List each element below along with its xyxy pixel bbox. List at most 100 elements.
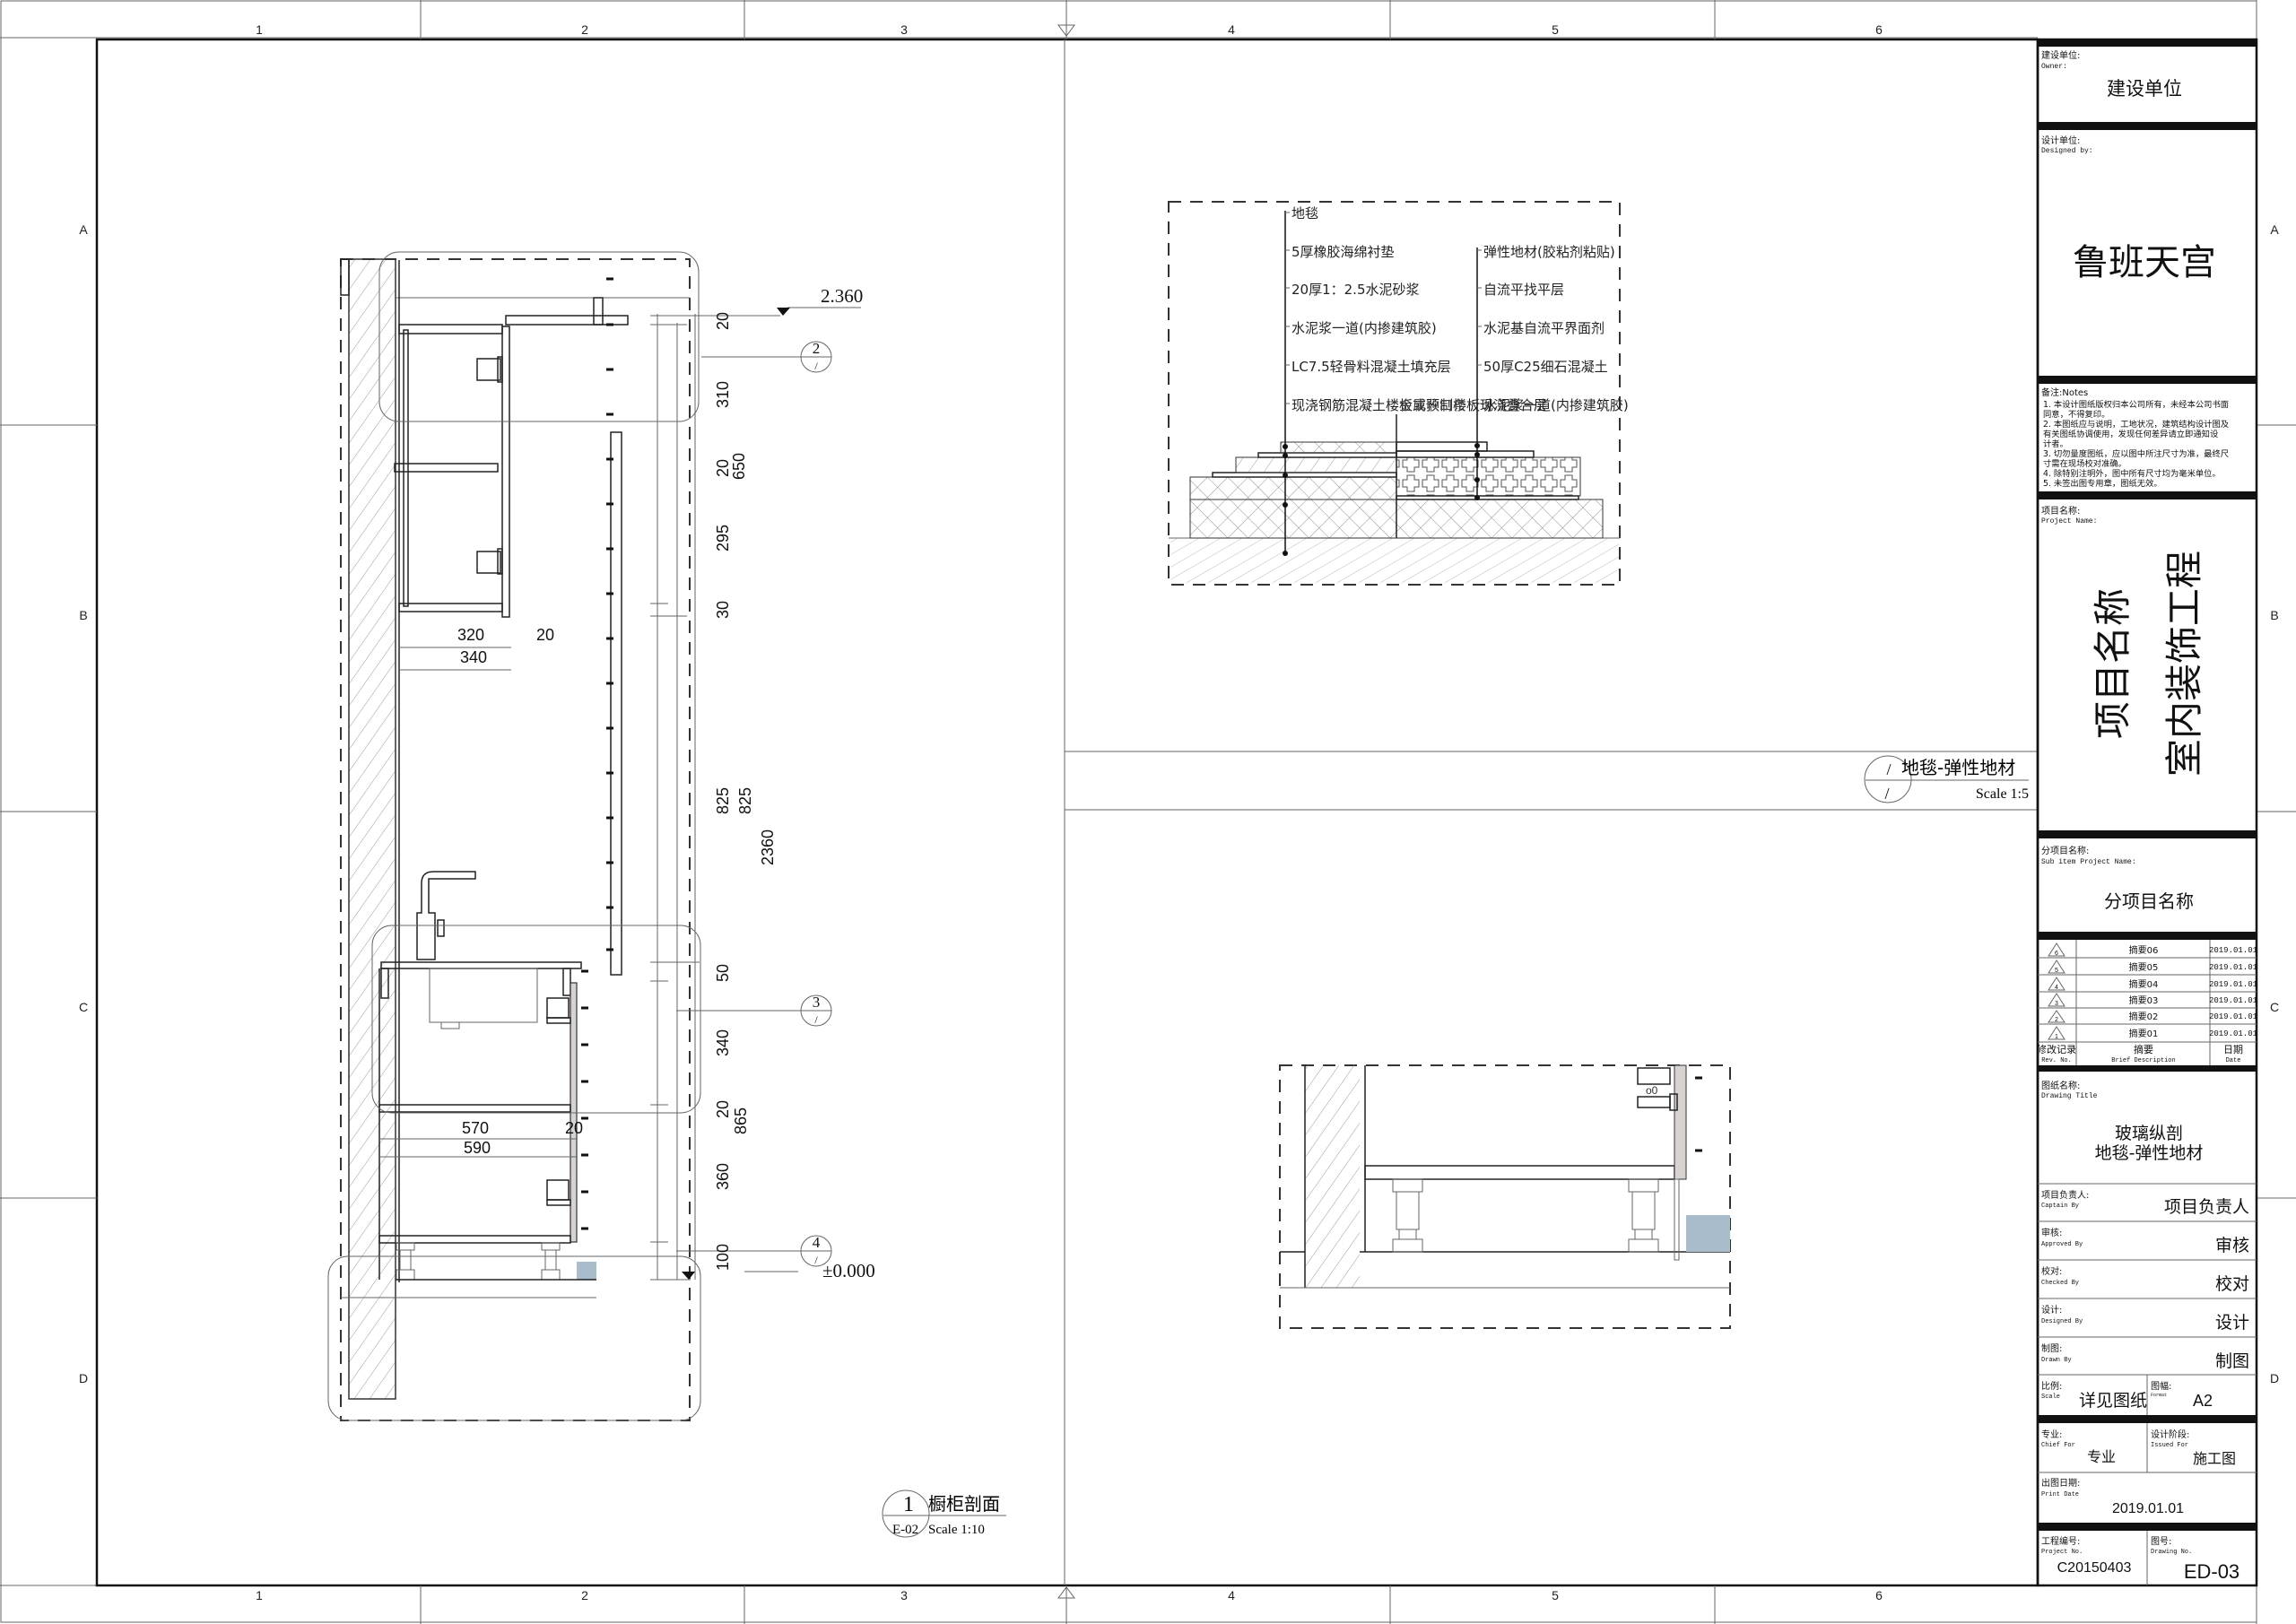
field-label: Chief For — [2041, 1442, 2075, 1449]
hinge-icon — [1637, 1067, 1678, 1111]
cabinet-leg-icon — [1392, 1178, 1659, 1253]
rev-desc: 摘要04 — [2129, 978, 2159, 990]
dim-label: 825 — [736, 787, 754, 814]
floor-detail-drawing — [1168, 201, 1621, 586]
note-line: 同意，不得复印。 — [2043, 409, 2109, 420]
rev-desc: 摘要02 — [2129, 1011, 2159, 1022]
hinge-mark: o0 — [1646, 1084, 1658, 1097]
field-label: Issued For — [2151, 1442, 2188, 1449]
captain-value: 项目负责人 — [2164, 1197, 2249, 1217]
dim-label: 340 — [460, 648, 487, 666]
field-label: 设计单位: — [2041, 135, 2080, 146]
drawing-title-line2: 地毯-弹性地材 — [2095, 1143, 2204, 1163]
field-label: Scale — [2041, 1394, 2060, 1401]
dim-label: 295 — [714, 525, 732, 551]
field-label: 专业: — [2041, 1429, 2062, 1440]
view-scale: Scale 1:5 — [1976, 786, 2029, 802]
view-ref: E-02 — [892, 1523, 918, 1537]
hinge-icon — [476, 356, 503, 575]
dim-label: 20 — [565, 1119, 583, 1137]
grid-col-label: 1 — [256, 1588, 263, 1602]
grid-row-label: B — [79, 608, 87, 622]
grid-row-label: A — [2270, 222, 2279, 237]
layer-label: 水泥基自流平界面剂 — [1483, 320, 1605, 336]
revision-table: 6 5 4 3 2 1 摘要06 摘要05 摘要04 摘要03 摘要02 摘要0… — [2037, 942, 2257, 1064]
view-number: 1 — [903, 1493, 914, 1516]
note-line: 3. 切勿量度图纸，应以图中所注尺寸为准，最终尺 — [2043, 448, 2229, 459]
grid-row-label: C — [79, 1000, 88, 1014]
view-title: 地毯-弹性地材 — [1901, 757, 2015, 778]
rev-header: Date — [2226, 1057, 2241, 1064]
field-label: Designed By — [2041, 1318, 2083, 1325]
grid-col-label: 1 — [256, 22, 263, 37]
grid-col-label: 5 — [1552, 1588, 1559, 1602]
view-symbol: / — [1884, 785, 1889, 803]
issued-value: 施工图 — [2193, 1450, 2236, 1467]
rev-no: 1 — [2055, 1034, 2058, 1040]
print-date-value: 2019.01.01 — [2112, 1501, 2184, 1516]
rev-desc: 摘要05 — [2129, 961, 2159, 973]
rev-no: 5 — [2055, 968, 2058, 974]
field-label: Drawn By — [2041, 1357, 2072, 1364]
grid-col-label: 3 — [900, 1588, 908, 1602]
baseboard — [577, 1262, 596, 1280]
grid-col-label: 4 — [1228, 22, 1235, 37]
field-label: 图号: — [2151, 1536, 2171, 1547]
layer-label: 自流平找平层 — [1483, 282, 1564, 298]
callout-sub: / — [814, 360, 818, 372]
rev-date: 2019.01.01 — [2209, 996, 2257, 1005]
field-label: Drawing No. — [2151, 1549, 2192, 1556]
grid-row-label: C — [2270, 1000, 2279, 1014]
field-label: Captain By — [2041, 1203, 2079, 1210]
approved-value: 审核 — [2215, 1236, 2249, 1255]
dim-label: 570 — [462, 1119, 489, 1137]
field-label: Sub item Project Name: — [2041, 858, 2136, 866]
project-name-line1: 项目名称 — [2091, 588, 2135, 739]
callout-number: 2 — [813, 340, 821, 357]
note-line: 1. 本设计图纸版权归本公司所有，未经本公司书面 — [2043, 399, 2229, 410]
layer-label: 50厚C25细石混凝土 — [1483, 359, 1608, 375]
field-label: 比例: — [2041, 1380, 2062, 1392]
layer-label: 5厚橡胶海绵衬垫 — [1292, 244, 1395, 260]
note-line: 5. 未签出图专用章，图纸无效。 — [2043, 478, 2162, 489]
layer-label: 水泥浆一道(内掺建筑胶) — [1483, 397, 1629, 413]
dim-label: 20 — [714, 1100, 732, 1118]
cabinet-section-drawing — [327, 251, 861, 1421]
field-label: 项目名称: — [2041, 505, 2080, 517]
panel-fixing-marks — [581, 277, 613, 1230]
dim-label: 30 — [714, 601, 732, 619]
floor-detail-labels: 地毯 5厚橡胶海绵衬垫 20厚1：2.5水泥砂浆 水泥浆一道(内掺建筑胶) LC… — [1292, 205, 1629, 413]
grid-col-label: 2 — [581, 1588, 588, 1602]
rev-date: 2019.01.01 — [2209, 963, 2257, 972]
revision-triangle-icon — [2048, 942, 2066, 1040]
note-line: 4. 除特别注明外，图中所有尺寸均为毫米单位。 — [2043, 468, 2221, 479]
dim-label: 20 — [714, 459, 732, 477]
rev-date: 2019.01.01 — [2209, 980, 2257, 989]
leg-detail-drawing: o0 — [1279, 1064, 1731, 1329]
dim-label: 100 — [714, 1244, 732, 1271]
field-label: Project No. — [2041, 1549, 2083, 1556]
layer-label: 地毯 — [1292, 205, 1318, 221]
grid-row-label: D — [2270, 1371, 2279, 1385]
rev-header: 摘要 — [2134, 1043, 2153, 1055]
layer-label: 水泥浆一道(内掺建筑胶) — [1292, 320, 1437, 336]
level-bottom: ±0.000 — [822, 1260, 875, 1281]
field-label: 建设单位: — [2041, 49, 2080, 61]
dim-label: 2360 — [759, 829, 777, 865]
scale-value: 详见图纸 — [2079, 1391, 2147, 1411]
project-no-value: C20150403 — [2057, 1560, 2132, 1576]
owner-value: 建设单位 — [2107, 78, 2182, 100]
drawing-title-line1: 玻璃纵剖 — [2115, 1124, 2183, 1143]
field-label: 图纸名称: — [2041, 1080, 2080, 1091]
floor-detail-caption: / / 地毯-弹性地材 Scale 1:5 — [1864, 755, 2029, 803]
level-top: 2.360 — [821, 285, 863, 307]
field-label: Print Date — [2041, 1491, 2079, 1498]
grid-row-label: D — [79, 1371, 88, 1385]
rev-header: 修改记录 — [2037, 1043, 2076, 1055]
field-label: 设计: — [2041, 1304, 2062, 1316]
dim-label: 650 — [730, 453, 748, 480]
layer-label: 金属收口条 — [1399, 397, 1466, 413]
grid-row-label: B — [2270, 608, 2278, 622]
